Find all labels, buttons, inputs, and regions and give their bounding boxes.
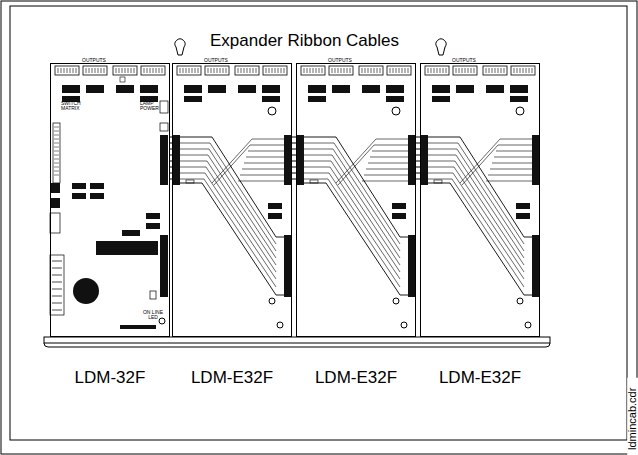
circuit-board: LDM-E32F [172, 63, 292, 337]
connector-label: OUTPUTS [328, 58, 368, 63]
circuit-board: LDM-E32F [296, 63, 416, 337]
board-name: LDM-32F [41, 368, 179, 388]
diagram-title: Expander Ribbon Cables [210, 31, 399, 51]
board-name: LDM-E32F [287, 368, 425, 388]
board-name: LDM-E32F [163, 368, 301, 388]
board-name: LDM-E32F [411, 368, 549, 388]
circuit-board: LDM-E32F [420, 63, 540, 337]
connector-label: SWITCH MATRIX [61, 101, 91, 112]
connector-label: OUTPUTS [452, 58, 492, 63]
connector-label: OUTPUTS [82, 58, 122, 63]
led-label: ON LINE LED [140, 310, 166, 321]
file-name: ldmincab.cdr [627, 378, 638, 455]
connector-label: LAMP POWER [140, 101, 166, 112]
connector-label: OUTPUTS [204, 58, 244, 63]
